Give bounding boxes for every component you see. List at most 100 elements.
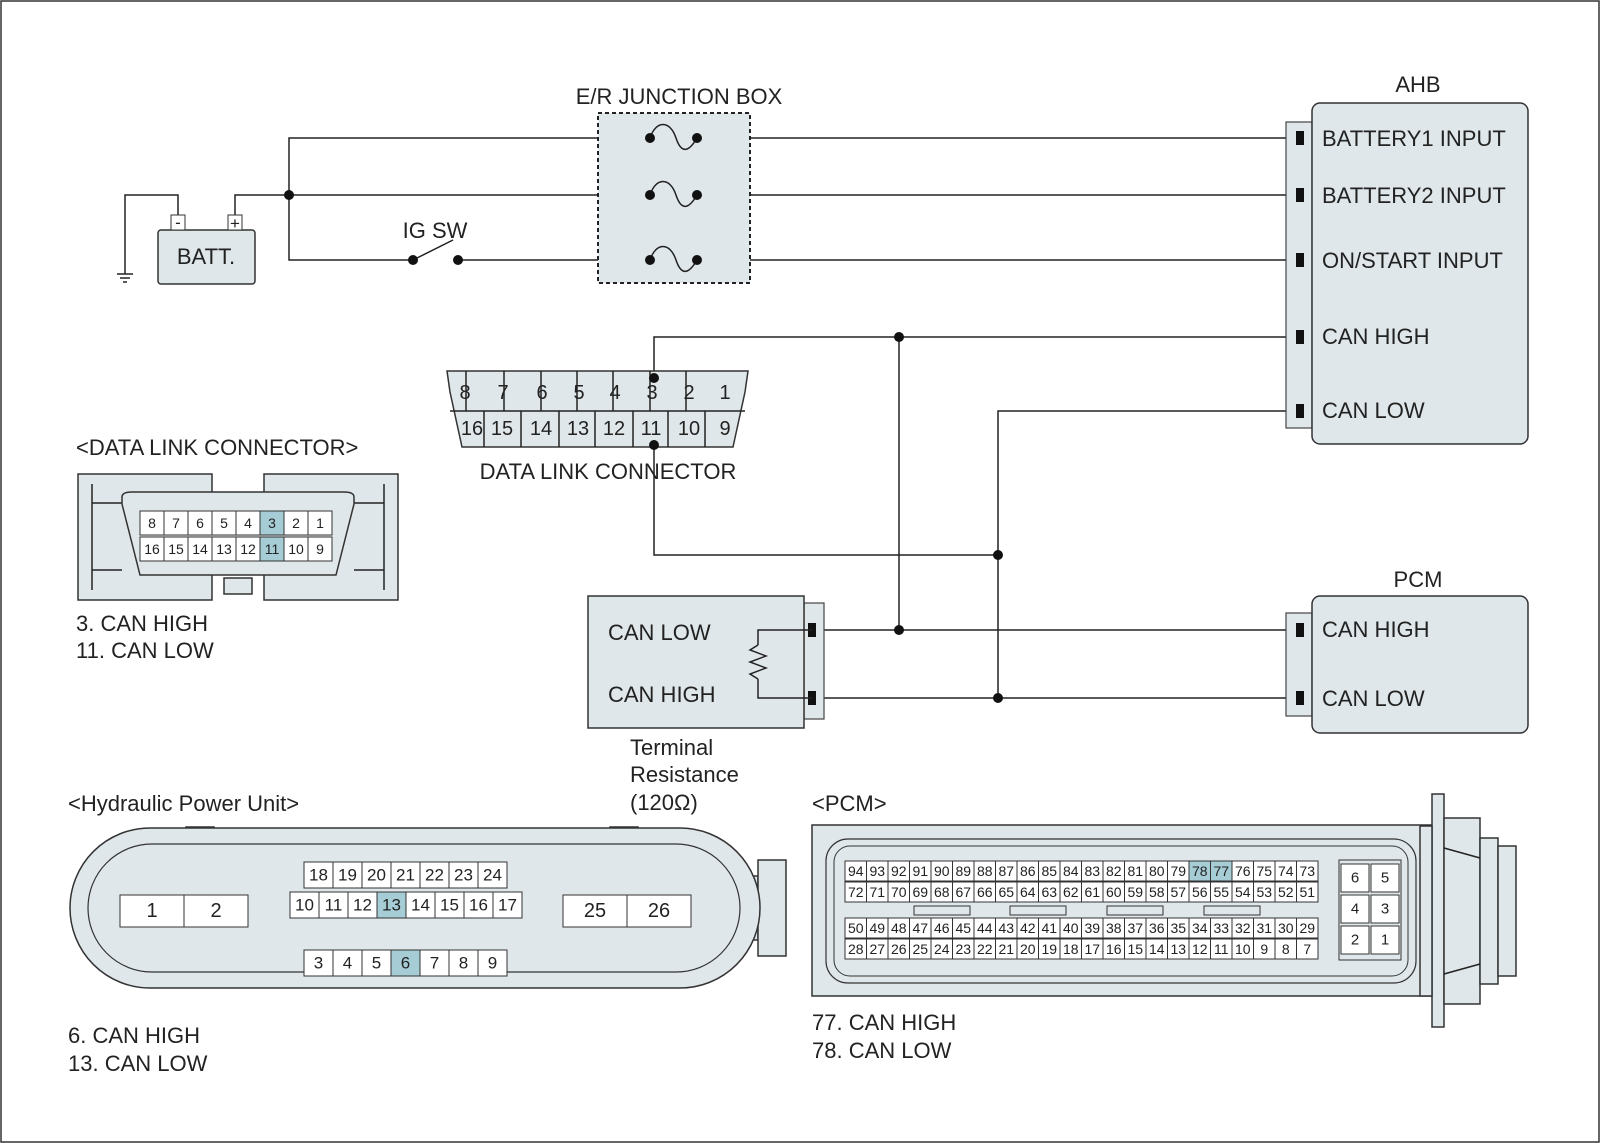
pin-number: 25 (584, 900, 606, 922)
pcm-module: PCM CAN HIGH CAN LOW (1285, 567, 1529, 734)
pin-number: 35 (1170, 920, 1186, 936)
pin-number: 26 (891, 941, 907, 957)
pin-number: 72 (848, 884, 864, 900)
ig-switch-label: IG SW (403, 218, 468, 243)
dlc-pin-number: 12 (603, 418, 625, 440)
terminal-caption-3: (120Ω) (630, 790, 698, 815)
pin-cell (303, 949, 334, 977)
dlc-pin-number: 14 (530, 418, 552, 440)
pin-number: 1 (146, 900, 157, 922)
pin-number: 5 (1381, 870, 1389, 887)
pin-number: 32 (1235, 920, 1251, 936)
pin-number: 69 (912, 884, 928, 900)
pin-number: 7 (430, 954, 439, 973)
pin-number: 16 (144, 541, 160, 557)
pin-number: 57 (1170, 884, 1186, 900)
pcm-slot (1203, 905, 1261, 916)
pin-cell (332, 861, 363, 889)
pin-number: 53 (1256, 884, 1272, 900)
ahb-pin-can-low: CAN LOW (1322, 398, 1425, 423)
ahb-pin-battery2: BATTERY2 INPUT (1322, 183, 1506, 208)
pin-cell (390, 861, 421, 889)
pin-number: 83 (1084, 863, 1100, 879)
pin-number: 2 (210, 900, 221, 922)
pin-number: 67 (955, 884, 971, 900)
pcm-note-can-low: 78. CAN LOW (812, 1038, 952, 1063)
pin-number: 14 (411, 896, 430, 915)
pin-cell (163, 510, 189, 536)
pin-number: 54 (1235, 884, 1251, 900)
pin-cell (361, 949, 392, 977)
pin-number: 17 (1084, 941, 1100, 957)
pcm-face-title: <PCM> (812, 791, 887, 816)
pin-number: 12 (1192, 941, 1208, 957)
resistor-icon (747, 644, 769, 680)
pin-number: 3 (268, 515, 276, 531)
pin-number: 58 (1149, 884, 1165, 900)
pin-cell (1370, 863, 1400, 893)
battery-label: BATT. (177, 244, 235, 269)
pin-number: 78 (1192, 863, 1208, 879)
pin-cell (1296, 881, 1319, 903)
pin-number: 19 (1041, 941, 1057, 957)
dlc-pin-number: 6 (536, 382, 547, 404)
pin-number: 5 (220, 515, 228, 531)
pin-number: 17 (498, 896, 517, 915)
pin-number: 43 (998, 920, 1014, 936)
ahb-title: AHB (1395, 72, 1440, 97)
pin-number: 10 (288, 541, 304, 557)
pin-number: 71 (869, 884, 885, 900)
pin-number: 19 (338, 866, 357, 885)
pin-number: 8 (459, 954, 468, 973)
pin-cell (448, 949, 479, 977)
pin-cell (139, 510, 165, 536)
pin-number: 21 (998, 941, 1014, 957)
pin-number: 52 (1278, 884, 1294, 900)
pin-number: 16 (469, 896, 488, 915)
pin-number: 82 (1106, 863, 1122, 879)
pin-cell (1370, 894, 1400, 924)
pin-number: 13 (1170, 941, 1186, 957)
pin-number: 11 (1214, 941, 1229, 957)
pin-number: 66 (977, 884, 993, 900)
pin-number: 8 (1282, 941, 1290, 957)
pin-number: 64 (1020, 884, 1036, 900)
hpu-note-can-low: 13. CAN LOW (68, 1051, 208, 1076)
can-wiring (653, 332, 1296, 703)
pin-number: 48 (891, 920, 907, 936)
pin-number: 12 (353, 896, 372, 915)
pin-number: 10 (295, 896, 314, 915)
pin-number: 88 (977, 863, 993, 879)
pin-number: 93 (869, 863, 885, 879)
pin-number: 28 (848, 941, 864, 957)
pin-number: 89 (955, 863, 971, 879)
pin-number: 94 (848, 863, 864, 879)
pin-number: 41 (1041, 920, 1057, 936)
pin-cell (1370, 925, 1400, 955)
dlc-pin-number: 8 (459, 382, 470, 404)
dlc-note-can-high: 3. CAN HIGH (76, 611, 208, 636)
pin-number: 44 (977, 920, 993, 936)
pin-number: 90 (934, 863, 950, 879)
pin-cell (318, 891, 349, 919)
dlc-pin-number: 7 (497, 382, 508, 404)
pin-number: 75 (1256, 863, 1272, 879)
dlc-schematic-label: DATA LINK CONNECTOR (480, 459, 737, 484)
pin-number: 23 (955, 941, 971, 957)
pin-number: 34 (1192, 920, 1208, 936)
ahb-module: AHB BATTERY1 INPUT BATTERY2 INPUT ON/STA… (1285, 72, 1529, 445)
pin-number: 31 (1256, 920, 1272, 936)
pin-number: 63 (1041, 884, 1057, 900)
pin-number: 85 (1041, 863, 1057, 879)
pin-number: 22 (425, 866, 444, 885)
pin-number: 12 (240, 541, 256, 557)
pin-cell (303, 861, 334, 889)
terminal-caption-2: Resistance (630, 762, 739, 787)
pin-number: 13 (216, 541, 232, 557)
dlc-face-title: <DATA LINK CONNECTOR> (76, 435, 358, 460)
pin-number: 15 (1127, 941, 1143, 957)
pin-number: 3 (314, 954, 323, 973)
dlc-pin-number: 3 (646, 382, 657, 404)
